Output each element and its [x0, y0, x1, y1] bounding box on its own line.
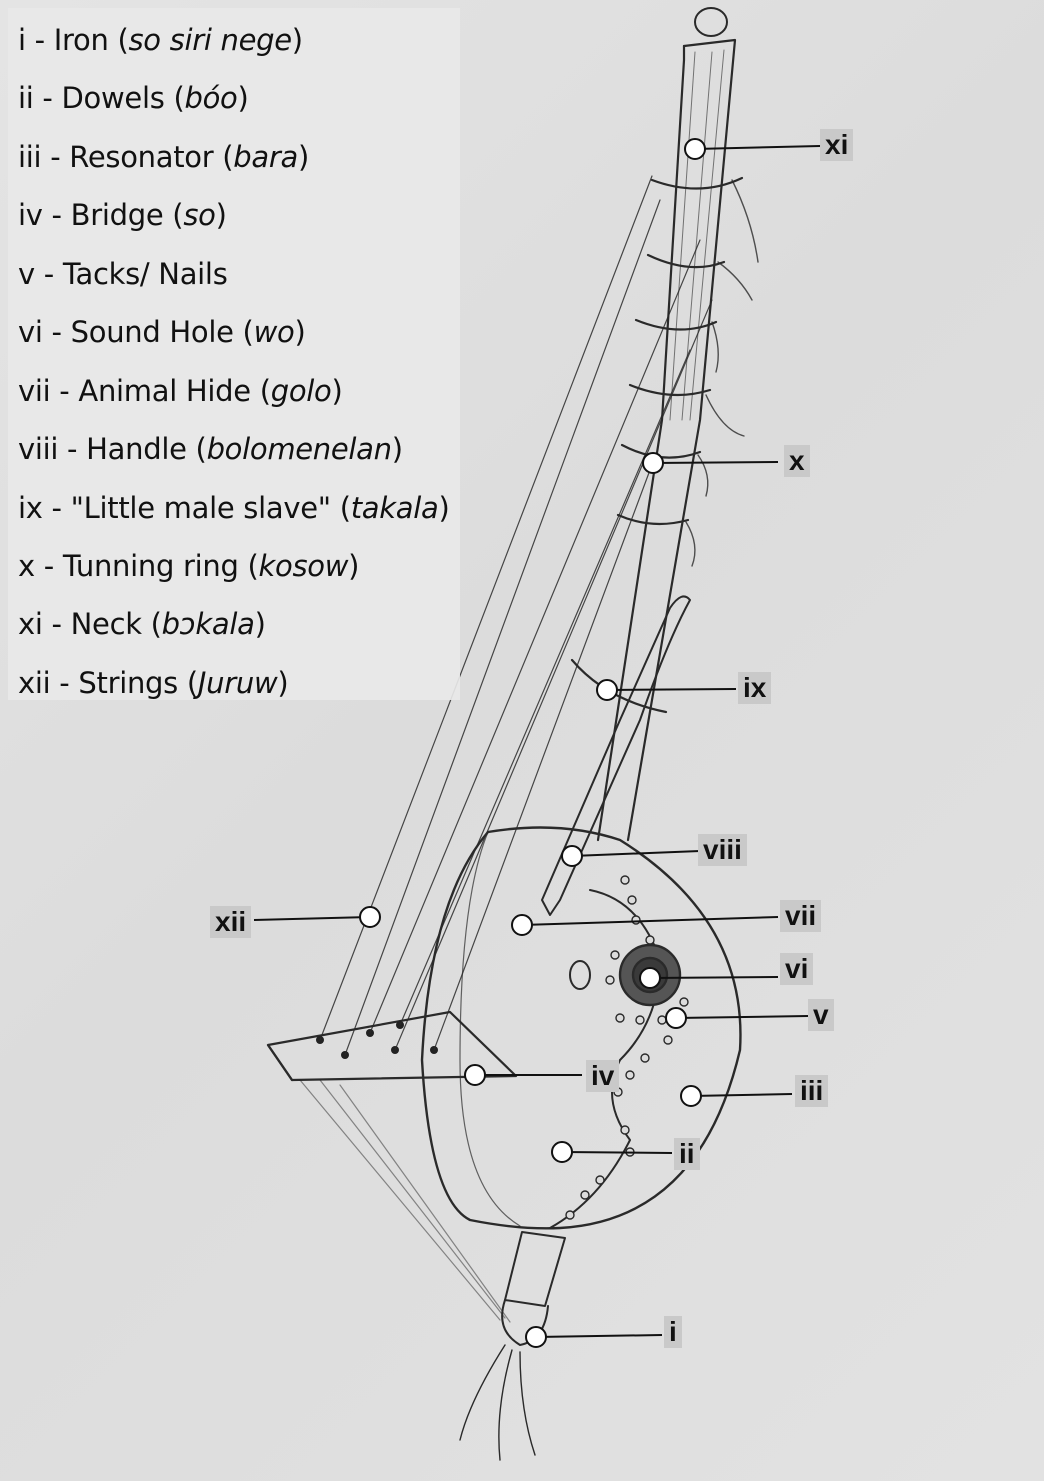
- callout-dot-iv: [465, 1065, 485, 1085]
- callout-label-xi: xi: [820, 129, 853, 161]
- callout-label-iii: iii: [795, 1075, 828, 1107]
- callout-label-i: i: [664, 1316, 682, 1348]
- iron-drawing: [460, 1232, 565, 1460]
- callout-label-viii: viii: [698, 834, 747, 866]
- callout-dot-x: [643, 453, 663, 473]
- legend-item-iv: iv - Bridge (so): [18, 198, 227, 232]
- legend-item-iii: iii - Resonator (bara): [18, 140, 309, 174]
- legend-item-xii: xii - Strings (Juruw): [18, 666, 288, 700]
- callout-dot-ix: [597, 680, 617, 700]
- legend-item-vii: vii - Animal Hide (golo): [18, 374, 343, 408]
- callout-label-vii: vii: [780, 900, 821, 932]
- legend-item-i: i - Iron (so siri nege): [18, 23, 303, 57]
- callout-dot-vi: [640, 968, 660, 988]
- tacks-drawing: [566, 876, 688, 1219]
- callout-label-xii: xii: [210, 906, 251, 938]
- callout-dot-viii: [562, 846, 582, 866]
- callout-dot-ii: [552, 1142, 572, 1162]
- tuning-rings-drawing: [572, 178, 742, 712]
- callout-dot-v: [666, 1008, 686, 1028]
- callout-label-vi: vi: [780, 953, 813, 985]
- legend-item-viii: viii - Handle (bolomenelan): [18, 432, 403, 466]
- callout-dot-i: [526, 1327, 546, 1347]
- callout-label-v: v: [808, 999, 834, 1031]
- legend-item-x: x - Tunning ring (kosow): [18, 549, 359, 583]
- callout-label-x: x: [784, 445, 810, 477]
- callout-dot-xi: [685, 139, 705, 159]
- legend-item-v: v - Tacks/ Nails: [18, 257, 228, 291]
- legend-item-xi: xi - Neck (bɔkala): [18, 607, 266, 641]
- callout-dot-vii: [512, 915, 532, 935]
- parts-legend: i - Iron (so siri nege) ii - Dowels (bóo…: [8, 8, 460, 700]
- legend-item-ix: ix - "Little male slave" (takala): [18, 491, 449, 525]
- neck-drawing: [598, 8, 735, 840]
- callout-label-ii: ii: [674, 1138, 700, 1170]
- callout-dot-iii: [681, 1086, 701, 1106]
- callout-label-iv: iv: [586, 1060, 619, 1092]
- legend-item-vi: vi - Sound Hole (wo): [18, 315, 305, 349]
- legend-item-ii: ii - Dowels (bóo): [18, 81, 248, 115]
- callout-dot-xii: [360, 907, 380, 927]
- callout-label-ix: ix: [738, 672, 771, 704]
